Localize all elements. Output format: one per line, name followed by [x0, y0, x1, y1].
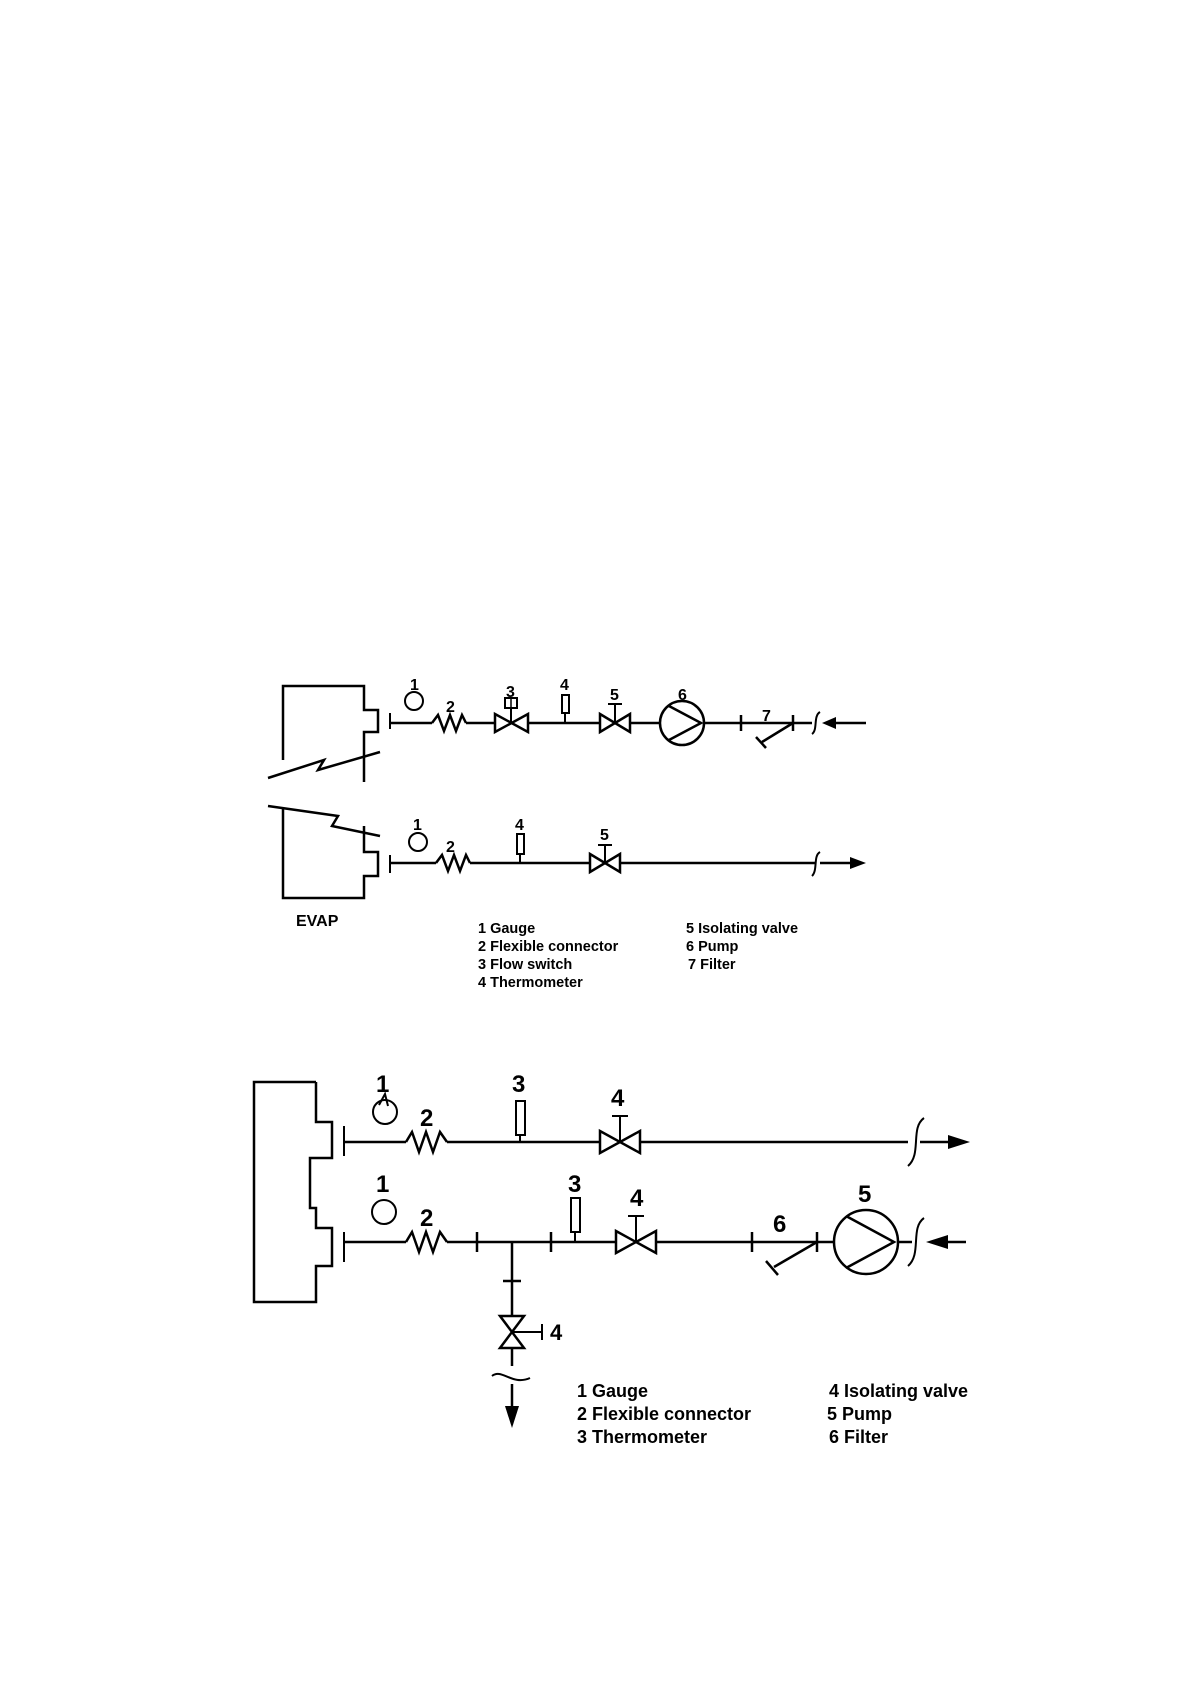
isolating-valve-icon [497, 1314, 543, 1350]
callout-thermo-bot: 3 [568, 1171, 581, 1198]
legend-item: 1 Gauge [577, 1381, 648, 1401]
pipe-break-icon [907, 1117, 925, 1167]
callout-valve-top: 4 [611, 1085, 625, 1112]
callout-connector-bot: 2 [420, 1205, 433, 1232]
thermometer-icon [570, 1197, 581, 1233]
pipe-break-icon [811, 711, 821, 735]
legend-item: 4 Isolating valve [829, 1381, 968, 1401]
isolating-valve-icon [588, 844, 622, 875]
flow-arrow-in-icon [926, 1235, 948, 1249]
callout-connector-top: 2 [446, 699, 455, 716]
legend-1: 1 Gauge 2 Flexible connector 3 Flow swit… [478, 921, 798, 991]
callout-filter-bot: 6 [773, 1211, 786, 1238]
flexible-connector-icon [435, 851, 472, 875]
thermometer-icon [515, 1100, 526, 1136]
pipe-break-icon [907, 1217, 925, 1267]
flow-switch-valve-icon [493, 697, 530, 735]
diagram-2: 1 2 3 4 1 2 3 4 6 5 4 1 Gauge 2 Flexible… [252, 1071, 970, 1447]
legend-item: 5 Pump [827, 1404, 892, 1424]
chiller-unit [252, 1080, 345, 1304]
isolating-valve-icon [598, 1115, 642, 1156]
legend-item: 2 Flexible connector [577, 1404, 751, 1424]
return-line-2 [344, 1197, 966, 1276]
flow-arrow-out-icon [948, 1135, 970, 1149]
callout-thermo-top: 4 [560, 677, 569, 694]
callout-gauge-bot: 1 [413, 817, 422, 834]
pipe-break-icon [811, 851, 821, 877]
diagram-1: EVAP [267, 677, 866, 991]
callout-gauge-bot: 1 [376, 1171, 389, 1198]
evap-label: EVAP [296, 913, 339, 930]
legend-item: 6 Pump [686, 939, 739, 955]
flow-arrow-out-icon [850, 857, 866, 869]
callout-gauge-top: 1 [376, 1071, 389, 1098]
callout-drain-valve: 4 [550, 1320, 563, 1345]
gauge-icon [371, 1199, 397, 1225]
callout-gauge-top: 1 [410, 677, 419, 694]
supply-line-2 [344, 1091, 970, 1167]
flexible-connector-icon [404, 1228, 449, 1256]
filter-icon [755, 721, 794, 749]
legend-item: 1 Gauge [478, 921, 535, 937]
callout-valve-bot: 4 [630, 1185, 644, 1212]
legend-item: 3 Flow switch [478, 957, 572, 973]
callout-thermo-top: 3 [512, 1071, 525, 1098]
pipe-break-icon [491, 1373, 531, 1381]
return-line-1 [390, 832, 866, 877]
callout-filter-top: 7 [762, 708, 771, 725]
supply-line-1 [390, 691, 866, 749]
thermometer-icon [561, 694, 570, 714]
gauge-icon [408, 832, 428, 852]
pump-icon [832, 1208, 900, 1276]
evaporator-unit [267, 684, 391, 900]
legend-item: 5 Isolating valve [686, 921, 798, 937]
legend-item: 7 Filter [688, 957, 736, 973]
legend-item: 4 Thermometer [478, 975, 583, 991]
gauge-icon [372, 1091, 398, 1125]
isolating-valve-icon [598, 703, 632, 735]
callout-thermo-bot: 4 [515, 817, 524, 834]
gauge-icon [404, 691, 424, 711]
flexible-connector-icon [404, 1128, 449, 1156]
callout-valve-bot: 5 [600, 827, 609, 844]
flow-arrow-down-icon [505, 1406, 519, 1428]
callout-pump-bot: 5 [858, 1181, 871, 1208]
legend-item: 3 Thermometer [577, 1427, 707, 1447]
callout-connector-bot: 2 [446, 839, 455, 856]
flow-arrow-in-icon [822, 717, 836, 729]
legend-item: 2 Flexible connector [478, 939, 619, 955]
callout-flowswitch-top: 3 [506, 684, 515, 701]
thermometer-icon [516, 833, 525, 855]
callout-valve-top: 5 [610, 687, 619, 704]
flexible-connector-icon [431, 711, 468, 735]
callout-connector-top: 2 [420, 1105, 433, 1132]
legend-item: 6 Filter [829, 1427, 888, 1447]
isolating-valve-icon [614, 1215, 658, 1256]
filter-icon [765, 1240, 818, 1276]
drain-branch [491, 1242, 543, 1428]
legend-2: 1 Gauge 2 Flexible connector 3 Thermomet… [577, 1381, 968, 1447]
pump-icon [658, 699, 706, 747]
callout-pump-top: 6 [678, 687, 687, 704]
